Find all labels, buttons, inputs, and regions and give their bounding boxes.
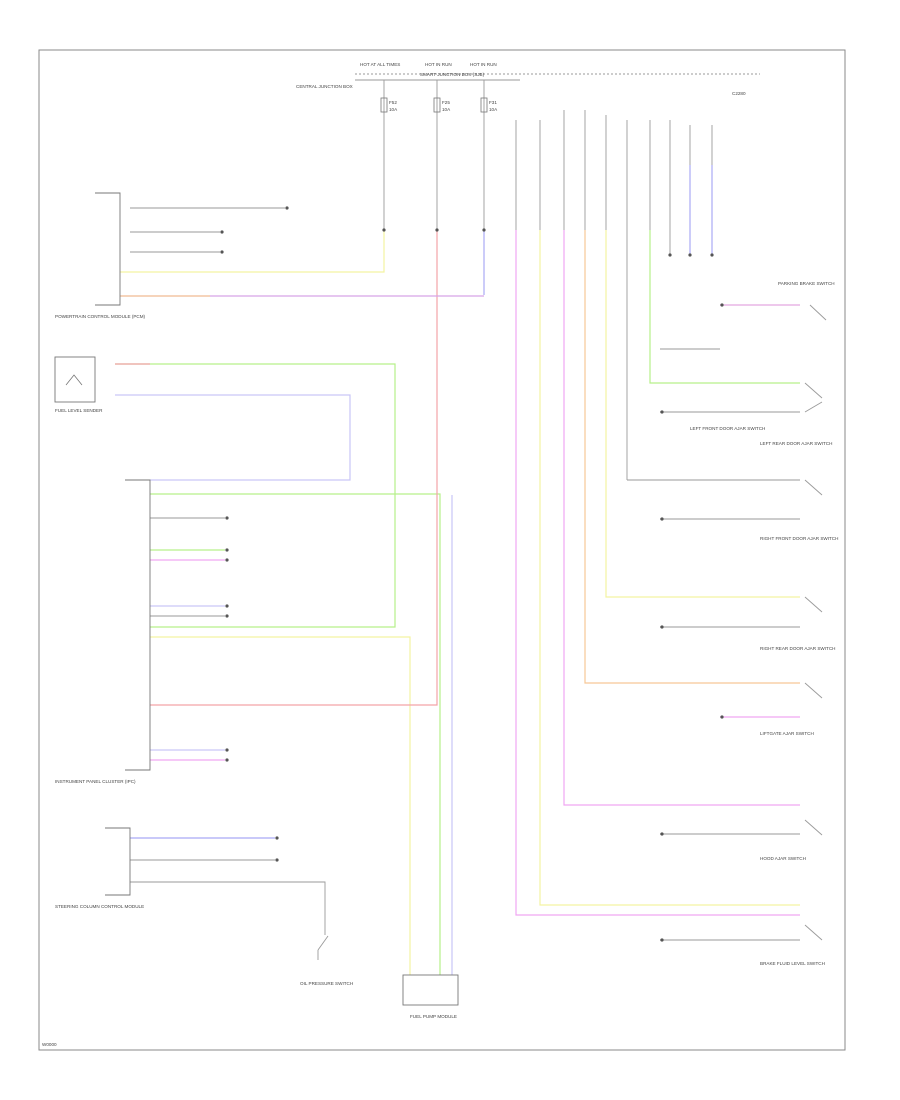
wire-green-ipc [150, 493, 441, 975]
liftgate-label: LIFTGATE AJAR SWITCH [760, 731, 814, 736]
fuse-f25: F25 10A [433, 80, 451, 230]
fuel-pump-label: FUEL PUMP MODULE [410, 1014, 457, 1019]
pcm-box: POWERTRAIN CONTROL MODULE (PCM) [55, 192, 146, 319]
top-connector-block: HOT AT ALL TIMES HOT IN RUN HOT IN RUN S… [296, 62, 760, 96]
steering-module-box: STEERING COLUMN CONTROL MODULE [55, 827, 144, 909]
fuel-sender-box: FUEL LEVEL SENDER [54, 356, 103, 413]
pcm-label: POWERTRAIN CONTROL MODULE (PCM) [55, 314, 146, 319]
switch-door-rr: RIGHT REAR DOOR AJAR SWITCH [760, 596, 835, 651]
top-tag-left: HOT AT ALL TIMES [360, 62, 400, 67]
wire-green-sender [115, 363, 396, 628]
wire-pink-f25 [150, 230, 438, 706]
door-rf-label: RIGHT FRONT DOOR AJAR SWITCH [760, 536, 838, 541]
wire-green-right [649, 230, 800, 384]
wire-yellow-brake [539, 230, 800, 906]
switch-hood: HOOD AJAR SWITCH [760, 819, 823, 861]
wire-yellow-pcm [120, 230, 385, 273]
switch-runs [130, 207, 800, 941]
wire-orange-liftgate [584, 230, 800, 684]
fuel-pump-box: FUEL PUMP MODULE [402, 974, 459, 1019]
top-tag-right: HOT IN RUN [470, 62, 497, 67]
wire-yellow-door [605, 230, 800, 598]
fuse-label: F31 [489, 100, 497, 105]
switch-door-lr: LEFT REAR DOOR AJAR SWITCH [760, 401, 832, 446]
fuse-rating: 10A [442, 107, 451, 112]
top-tag-mid: HOT IN RUN [425, 62, 452, 67]
oil-switch: OIL PRESSURE SWITCH [300, 920, 353, 986]
oil-switch-label: OIL PRESSURE SWITCH [300, 981, 353, 986]
parking-brake-label: PARKING BRAKE SWITCH [778, 281, 835, 286]
switch-brake-fluid: BRAKE FLUID LEVEL SWITCH [760, 924, 825, 966]
switch-parking-brake: PARKING BRAKE SWITCH [778, 281, 835, 321]
wire-violet-sender [115, 394, 351, 481]
brake-fluid-label: BRAKE FLUID LEVEL SWITCH [760, 961, 825, 966]
bus-side-label: CENTRAL JUNCTION BOX [296, 84, 353, 89]
switch-door-rf: RIGHT FRONT DOOR AJAR SWITCH [760, 479, 838, 541]
wire-pink-brake [515, 230, 800, 916]
right-block-wires [689, 165, 713, 255]
bus-label: SMART JUNCTION BOX (SJB) [420, 72, 485, 77]
door-lr-label: LEFT REAR DOOR AJAR SWITCH [760, 441, 832, 446]
steering-module-label: STEERING COLUMN CONTROL MODULE [55, 904, 144, 909]
right-block-label: C2280 [732, 91, 746, 96]
wire-magenta-hood [563, 230, 800, 806]
sheet-code: W0000 [42, 1042, 57, 1047]
ipc-box: INSTRUMENT PANEL CLUSTER (IPC) [55, 479, 151, 784]
diagram-frame [38, 49, 846, 1051]
wire-yellow-ipc [150, 636, 411, 975]
switch-liftgate: LIFTGATE AJAR SWITCH [760, 682, 823, 736]
fuse-rating: 10A [389, 107, 398, 112]
door-rr-label: RIGHT REAR DOOR AJAR SWITCH [760, 646, 835, 651]
splice-dots [220, 206, 724, 942]
switch-door-lf: LEFT FRONT DOOR AJAR SWITCH [690, 382, 823, 431]
fuse-label: F52 [389, 100, 397, 105]
fuse-f52: F52 10A [380, 80, 398, 230]
ipc-violet-stubs [130, 549, 275, 839]
right-vertical-feeds [515, 110, 713, 480]
fuel-sender-label: FUEL LEVEL SENDER [55, 408, 103, 413]
fuse-f31: F31 10A [480, 80, 498, 230]
door-lf-label: LEFT FRONT DOOR AJAR SWITCH [690, 426, 765, 431]
fuse-rating: 10A [489, 107, 498, 112]
ipc-label: INSTRUMENT PANEL CLUSTER (IPC) [55, 779, 136, 784]
fuse-label: F25 [442, 100, 450, 105]
hood-label: HOOD AJAR SWITCH [760, 856, 806, 861]
